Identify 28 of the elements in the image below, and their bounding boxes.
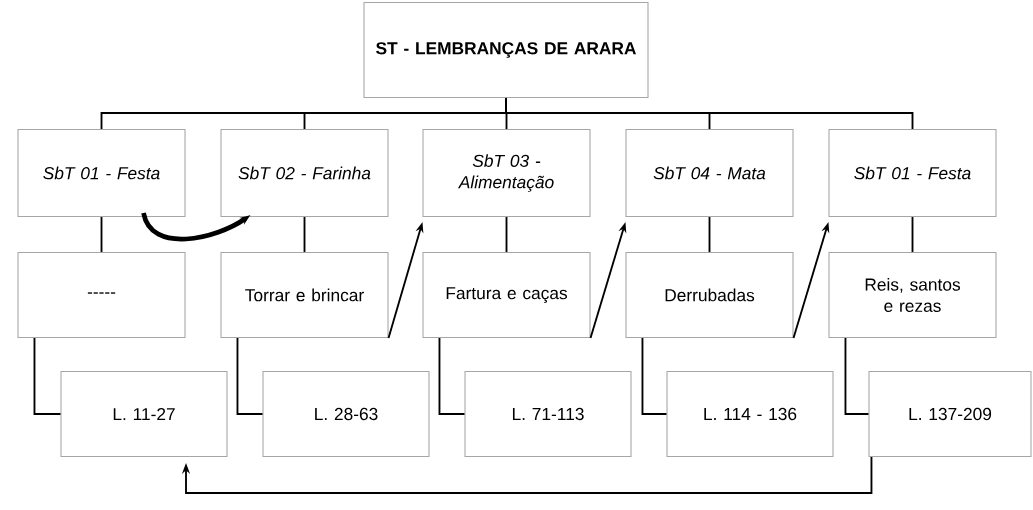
- theme-box: Derrubadas: [625, 251, 794, 339]
- connector: [911, 216, 914, 253]
- connector: [708, 216, 711, 253]
- line-range-box: L. 28-63: [262, 370, 430, 458]
- theme-box: -----: [17, 251, 186, 339]
- line-range-box: L. 71-113: [464, 370, 632, 458]
- line-range-box: L. 11-27: [60, 370, 228, 458]
- theme-box: Reis, santos e rezas: [828, 251, 997, 339]
- tree-connector: [505, 97, 914, 130]
- subtopic-box: SbT 03 - Alimentação: [422, 128, 591, 218]
- subtopic-box: SbT 01 - Festa: [17, 128, 186, 218]
- theme-box: Torrar e brincar: [220, 251, 389, 339]
- subtopic-box: SbT 02 - Farinha: [220, 128, 389, 218]
- connector: [303, 216, 306, 253]
- theme-box: Fartura e caças: [422, 251, 591, 339]
- elbow-connector: [236, 337, 264, 415]
- title-box: ST - LEMBRANÇAS DE ARARA: [363, 1, 649, 99]
- line-range-box: L. 114 - 136: [666, 370, 834, 458]
- connector: [505, 216, 508, 253]
- subtopic-box: SbT 01 - Festa: [828, 128, 997, 218]
- elbow-connector: [641, 337, 668, 415]
- elbow-connector: [844, 337, 870, 415]
- line-range-box: L. 137-209: [868, 370, 1032, 458]
- return-arrow: [181, 456, 873, 494]
- elbow-connector: [33, 337, 62, 415]
- elbow-connector: [438, 337, 466, 415]
- connector: [100, 216, 103, 253]
- subtopic-box: SbT 04 - Mata: [625, 128, 794, 218]
